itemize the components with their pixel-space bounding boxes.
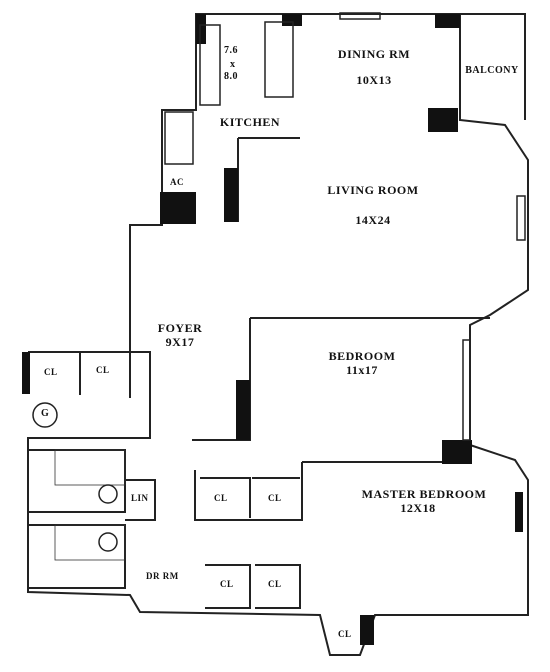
closet-1 [28,351,131,398]
kitchen-counter-2 [164,111,194,165]
closet-label: CL [214,493,228,503]
living-dims: 14X24 [355,213,391,227]
master-dims: 12X18 [400,501,436,515]
wall-block [435,14,460,28]
window-dining [339,12,381,20]
toilet [98,532,118,552]
kitchen-counter [199,24,221,106]
g-marker-ring [32,402,58,428]
bath-2 [28,524,126,589]
outer-wall [27,13,529,656]
wall-block [515,492,523,532]
foyer-name: FOYER [157,321,203,335]
balcony-wall [460,13,526,120]
closet-bottom-2 [255,564,301,609]
foyer-dims: 9X17 [165,335,195,349]
ac-label: AC [170,177,184,187]
tile-grid [54,449,126,486]
dining-name: DINING RM [337,47,411,61]
wall-block [160,192,196,224]
closet-master-1 [200,477,251,518]
dining-hutch [264,21,294,98]
wall-block [196,14,206,44]
closet-label: CL [220,579,234,589]
closet-label: CL [268,493,282,503]
g-marker: G [41,408,50,419]
toilet [98,484,118,504]
kitchen-w: 7.6 [224,45,238,56]
balcony-name: BALCONY [465,65,519,76]
kitchen-h: 8.0 [224,71,238,82]
wall-block [282,14,302,26]
wall-block [224,168,238,222]
window-bedroom [462,339,471,441]
wall-block [236,380,250,440]
master-wall [194,462,303,521]
master-name: MASTER BEDROOM [361,487,487,501]
kitchen-name: KITCHEN [219,115,281,129]
lin-closet [125,479,156,521]
wall-block [442,440,472,464]
wall-block [428,108,458,132]
wall-block [360,615,374,645]
closet-label: CL [338,629,352,639]
bedroom-dims: 11x17 [346,363,378,377]
kitchen-x: x [230,59,236,70]
closet-bottom-1 [205,564,251,609]
lin-label: LIN [131,493,149,503]
closet-label: CL [96,365,110,375]
dressing-label: DR RM [146,571,179,581]
tile-grid [54,524,126,561]
living-name: LIVING ROOM [327,183,419,197]
closet-label: CL [44,367,58,377]
window-living [516,195,526,241]
closet-label: CL [268,579,282,589]
dining-dims: 10X13 [356,73,392,87]
bedroom-name: BEDROOM [328,349,396,363]
wall-block [22,352,30,394]
